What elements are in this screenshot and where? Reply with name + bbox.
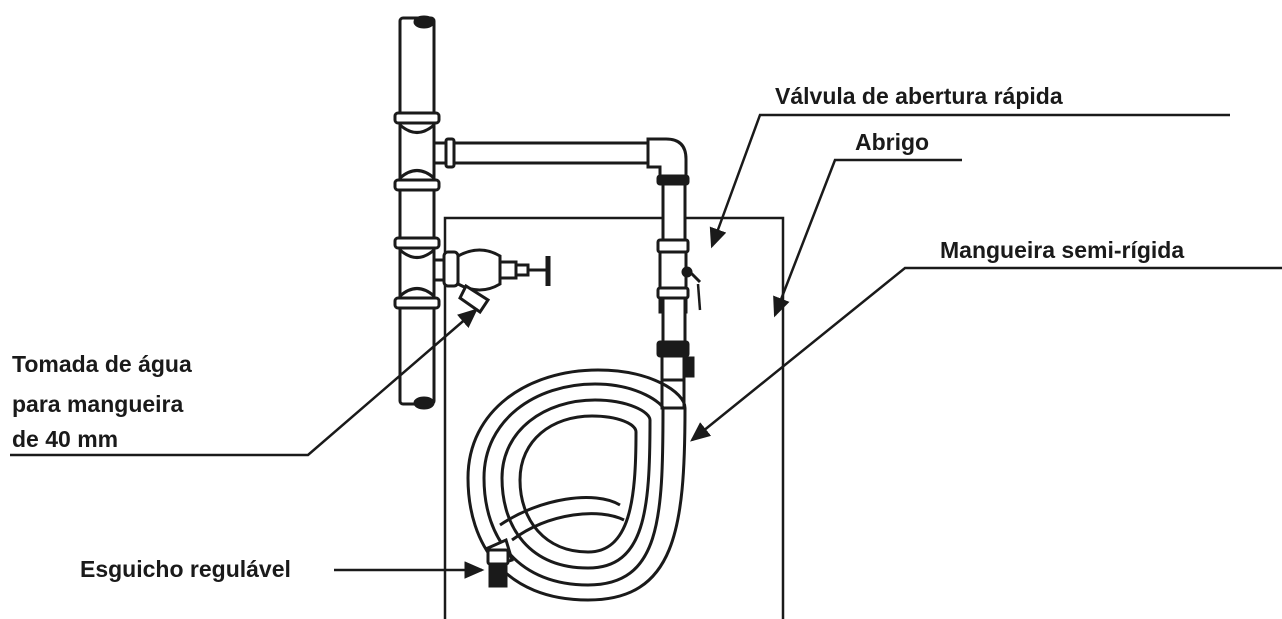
- main-riser-pipe: [393, 15, 441, 410]
- valvula-leader: [709, 113, 1230, 249]
- mangueira-leader: [690, 266, 1282, 442]
- tomada-label-line-3: de 40 mm: [12, 426, 118, 452]
- quick-valve-assembly: [656, 182, 702, 410]
- leader-lines: [10, 113, 1282, 579]
- abrigo-label: Abrigo: [855, 129, 929, 155]
- tomada-label-line-1: Tomada de água: [12, 351, 192, 377]
- mangueira-label: Mangueira semi-rígida: [940, 237, 1184, 263]
- coiled-hose: [466, 368, 687, 602]
- cabinet-outline: [443, 216, 785, 619]
- valvula-label: Válvula de abertura rápida: [775, 83, 1063, 109]
- esguicho-label: Esguicho regulável: [80, 556, 291, 582]
- tomada-leader: [10, 308, 478, 457]
- tomada-label-line-2: para mangueira: [12, 391, 183, 417]
- nozzle: [486, 537, 514, 588]
- hose-valve: [432, 248, 551, 315]
- abrigo-leader: [773, 158, 962, 318]
- branch-pipe: [432, 137, 690, 186]
